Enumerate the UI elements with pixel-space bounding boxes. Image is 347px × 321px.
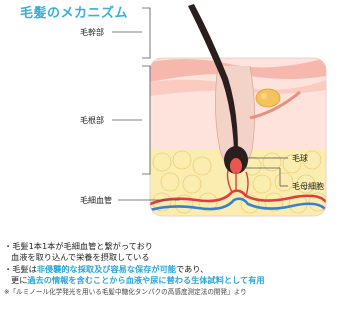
note-line-1: ・毛髪1本1本が毛細血管と繋がっており bbox=[4, 241, 344, 252]
notes-block: ・毛髪1本1本が毛細血管と繋がっており 血液を取り込んで栄養を摂取している ・毛… bbox=[4, 241, 344, 298]
sebaceous-gland bbox=[256, 89, 280, 107]
highlight-useful-sample: 過去の情報を含むことから血液や尿に替わる生体試料として有用 bbox=[27, 275, 264, 285]
label-capillary: 毛細血管 bbox=[80, 195, 112, 205]
root-bracket bbox=[142, 66, 150, 174]
hair-anatomy-diagram: 毛幹部 毛根部 毛球 毛母細胞 毛細血管 bbox=[0, 0, 347, 240]
shaft-bracket bbox=[142, 8, 150, 58]
note-line-4: 更に過去の情報を含むことから血液や尿に替わる生体試料として有用 bbox=[4, 275, 344, 286]
label-shaft: 毛幹部 bbox=[80, 27, 104, 37]
highlight-noninvasive: 非侵襲的な採取及び容易な保存が可能 bbox=[37, 264, 176, 274]
label-bulb: 毛球 bbox=[292, 153, 308, 163]
label-root: 毛根部 bbox=[80, 115, 104, 125]
note-line-3: ・毛髪は非侵襲的な採取及び容易な保存が可能であり、 bbox=[4, 264, 344, 275]
note-line-2: 血液を取り込んで栄養を摂取している bbox=[4, 252, 344, 263]
footnote: ※「ルミノール化学発光を用いる毛髪中糖化タンパクの高感度測定法の開発」より bbox=[4, 287, 344, 298]
dermal-papilla bbox=[230, 158, 242, 174]
label-matrix: 毛母細胞 bbox=[292, 181, 324, 191]
